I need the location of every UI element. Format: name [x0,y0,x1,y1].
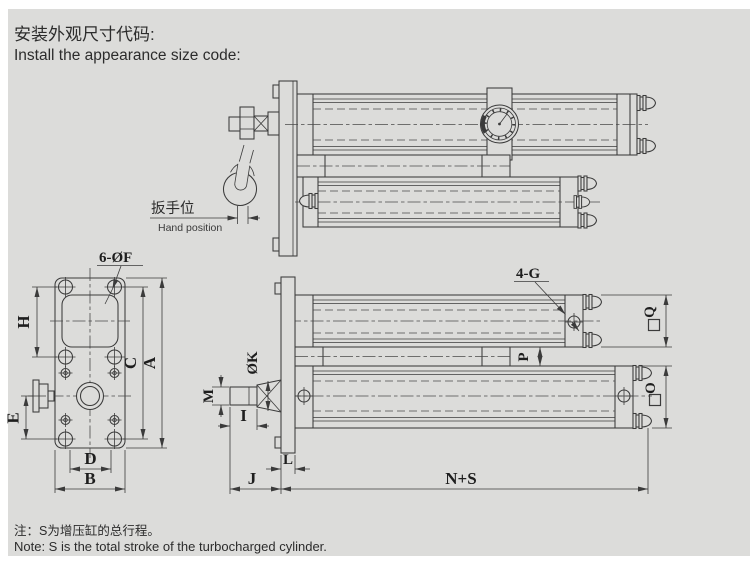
square-section-symbol [648,393,662,407]
port-callout: 4-G [516,266,540,282]
dim-B: B [84,469,95,488]
pressure-gauge-icon [285,87,648,161]
side-view-dimensions: M I ØK 4-G Q P O [201,266,672,494]
dim-C: C [121,357,140,369]
dim-I: I [240,406,247,425]
dim-O: O [643,382,659,394]
hand-position-label-zh: 扳手位 [151,200,195,217]
main-cylinder [288,364,653,430]
dim-NS: N+S [445,469,476,488]
page-title-zh: 安装外观尺寸代码: [14,25,155,44]
tie-rod-holes [58,366,122,427]
dim-H: H [14,315,33,328]
flange-front-view: H E C A D B 6-ØF [4,250,167,493]
dim-L: L [283,452,293,468]
front-view-dimensions: H E C A D B 6-ØF [4,250,167,493]
dim-D: D [84,449,96,468]
connector-blocks [294,346,511,367]
dim-K: ØK [245,351,261,375]
booster-cylinder [295,175,600,229]
dim-A: A [140,356,159,369]
cylinder-side-view: M I ØK 4-G Q P O [201,266,672,494]
flange-plate [274,276,296,454]
square-section-symbol [647,318,661,332]
dim-M: M [201,389,217,403]
dim-E: E [4,412,23,423]
hole-callout: 6-ØF [99,250,132,266]
piston-rod-nut [228,106,280,140]
page-title-en: Install the appearance size code: [14,47,241,64]
hand-position-label-en: Hand position [158,222,222,234]
center-boss [75,381,105,411]
note-zh: 注：S为增压缸的总行程。 [14,523,160,538]
dim-J: J [248,469,257,488]
booster-cylinder [288,293,603,349]
wrench-icon [222,144,258,207]
note-en: Note: S is the total stroke of the turbo… [14,539,327,554]
hand-position-dimension: 扳手位 Hand position [150,200,260,234]
dim-P: P [516,352,532,361]
assembly-side-view: 扳手位 Hand position [150,80,657,257]
dim-Q: Q [642,306,658,318]
